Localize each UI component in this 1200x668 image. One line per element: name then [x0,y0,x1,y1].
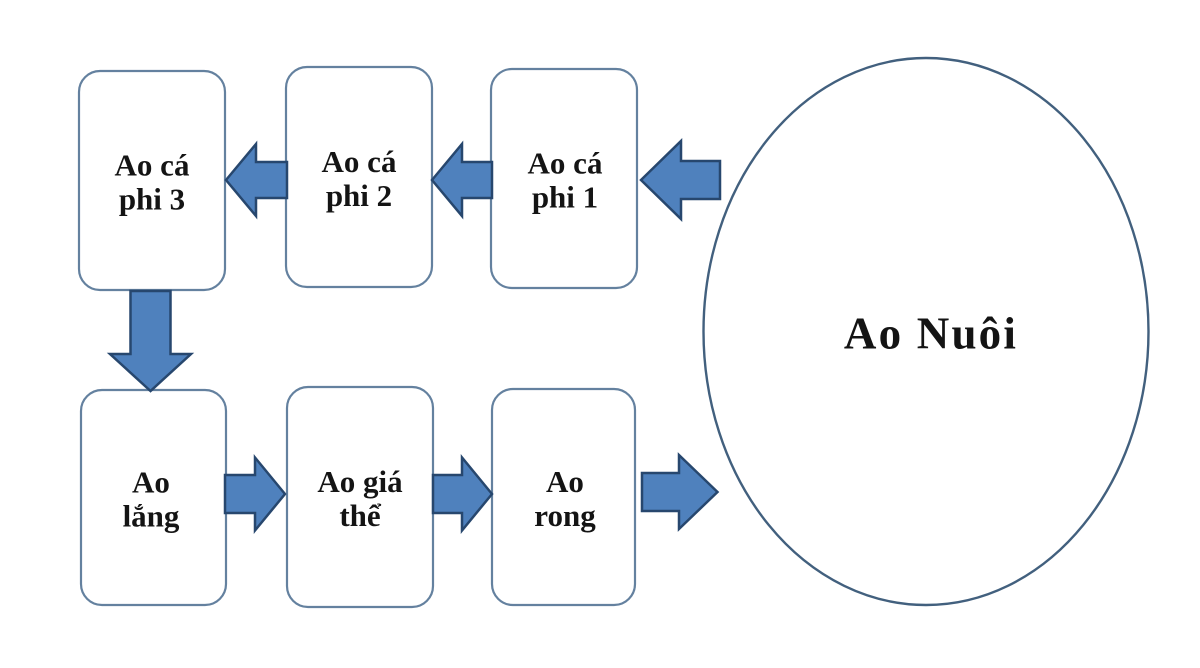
svg-text:Ao cá: Ao cá [115,148,190,183]
svg-text:phi 3: phi 3 [119,182,185,217]
svg-text:thể: thể [339,498,382,533]
svg-text:Ao cá: Ao cá [528,146,603,181]
svg-text:lắng: lắng [123,499,180,534]
svg-text:phi 1: phi 1 [532,180,598,215]
svg-text:Ao cá: Ao cá [322,144,397,179]
svg-text:Ao: Ao [132,465,170,500]
svg-text:rong: rong [534,498,596,533]
svg-text:Ao: Ao [546,464,584,499]
svg-text:Ao giá: Ao giá [317,464,403,499]
svg-text:phi 2: phi 2 [326,178,392,213]
svg-text:Ao Nuôi: Ao Nuôi [844,309,1018,359]
